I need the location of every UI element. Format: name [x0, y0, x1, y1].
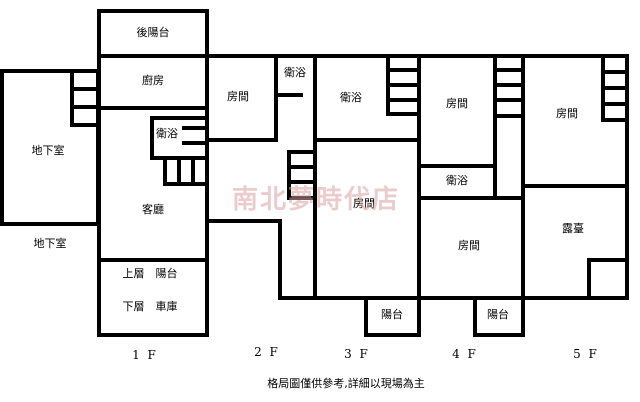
footnote: 格局圖僅供參考,詳細以現場為主	[267, 376, 425, 390]
basement-room-label: 地下室	[32, 143, 65, 157]
basement-stairs	[70, 69, 100, 127]
floor-label-4f: 4 F	[452, 347, 478, 361]
f3-balcony-label: 陽台	[381, 307, 403, 321]
fourth-floor-plan: 房間 衛浴 房間 陽台	[417, 54, 525, 337]
f4-room-top-label: 房間	[446, 97, 468, 110]
first-floor-plan: 後陽台 廚房 衛浴 客廳 上層 陽台 下層 車庫	[97, 9, 209, 337]
floor-label-1f: 1 F	[132, 348, 158, 362]
f3-room-label: 房間	[353, 197, 375, 210]
f2-bath-label: 衛浴	[284, 66, 306, 79]
f5-planter-outline	[587, 258, 629, 300]
watermark: 南北夢時代店	[232, 185, 400, 215]
fifth-floor-plan: 房間 露臺	[521, 54, 629, 300]
f3-room-outline	[313, 138, 421, 300]
f2-outline	[207, 54, 317, 300]
f1-lower-garage-label: 下層 車庫	[123, 299, 178, 313]
f1-living-label: 客廳	[142, 202, 164, 216]
f4-balcony-label: 陽台	[487, 307, 509, 321]
f1-bath-label: 衛浴	[156, 127, 178, 140]
f4-room-top-outline	[417, 54, 497, 168]
second-floor-plan: 房間 衛浴	[205, 54, 317, 300]
f5-room-label: 房間	[556, 107, 578, 120]
f1-kitchen-label: 廚房	[142, 73, 164, 87]
floor-label-5f: 5 F	[573, 347, 599, 361]
basement-plan: 地下室 地下室	[0, 69, 100, 250]
f1-upper-balcony-label: 上層 陽台	[123, 266, 178, 280]
f4-bath-label: 衛浴	[446, 174, 468, 187]
f4-balcony-outline	[473, 296, 525, 337]
f1-stairs	[163, 156, 209, 186]
floor-label-2f: 2 F	[254, 345, 280, 359]
f5-terrace-outline	[521, 184, 629, 300]
f4-room-bottom-label: 房間	[458, 239, 480, 252]
basement-caption: 地下室	[34, 236, 67, 250]
f1-rear-balcony-label: 後陽台	[137, 25, 170, 39]
floor-label-3f: 3 F	[344, 347, 370, 361]
f2-room-label: 房間	[227, 90, 249, 103]
f3-bath-label: 衛浴	[340, 91, 362, 104]
f4-top-outline	[417, 54, 525, 200]
f2-room-outline	[205, 54, 278, 142]
f3-balcony-outline	[364, 296, 421, 337]
f5-terrace-label: 露臺	[562, 221, 584, 235]
f1-front-block-outline	[97, 258, 209, 337]
